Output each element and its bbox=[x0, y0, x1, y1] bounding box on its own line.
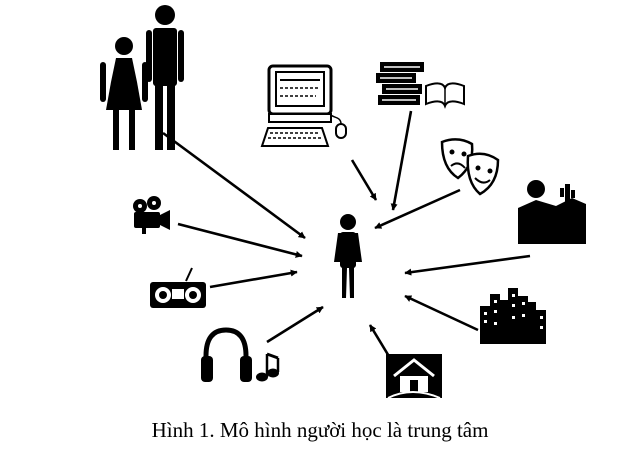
arrow-from-landscape bbox=[404, 254, 531, 276]
arrow-from-house bbox=[368, 324, 392, 359]
film-projector-icon bbox=[133, 196, 170, 234]
arrow-from-masks bbox=[374, 188, 461, 230]
city-skyline-icon bbox=[480, 288, 546, 344]
arrow-from-computer bbox=[350, 159, 378, 201]
books-icon bbox=[376, 62, 465, 109]
arrow-from-headphones bbox=[266, 305, 324, 344]
arrow-from-books bbox=[390, 110, 413, 211]
computer-icon bbox=[260, 64, 347, 147]
man-and-woman-icon bbox=[100, 5, 184, 150]
arrow-from-people bbox=[162, 131, 306, 240]
arrow-from-radio bbox=[209, 269, 298, 289]
arrow-from-city bbox=[404, 294, 479, 332]
arrow-from-projector bbox=[177, 222, 303, 258]
headphones-music-icon bbox=[201, 327, 280, 382]
learner-person-icon bbox=[334, 214, 362, 298]
figure-caption: Hình 1. Mô hình người học là trung tâm bbox=[151, 418, 489, 442]
radio-icon bbox=[150, 267, 206, 308]
desert-landscape-icon bbox=[518, 180, 586, 244]
theater-masks-icon bbox=[440, 138, 500, 196]
arrows bbox=[162, 110, 531, 359]
house-icon bbox=[386, 354, 442, 399]
